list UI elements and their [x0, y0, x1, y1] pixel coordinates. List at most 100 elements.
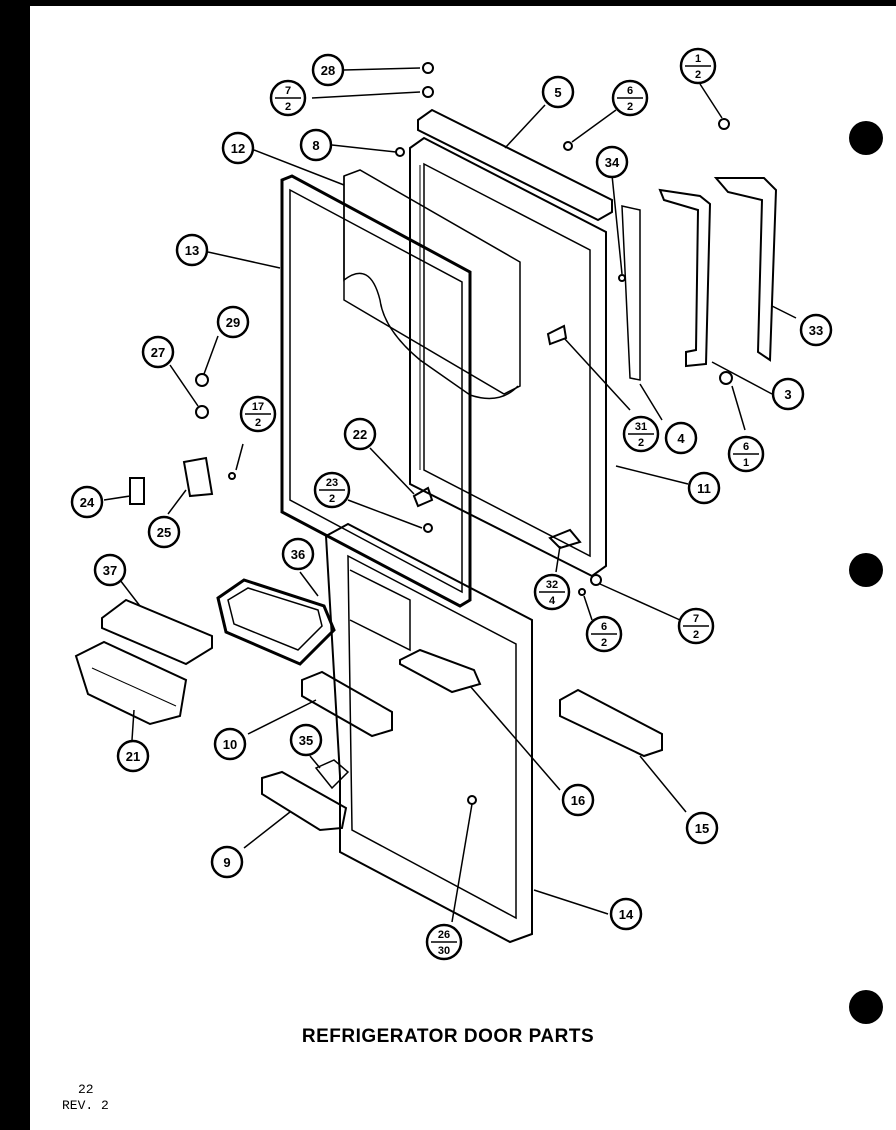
callout-6-2-top: 62 — [611, 79, 649, 117]
callout-3: 3 — [771, 377, 805, 411]
door-shelf-16 — [399, 648, 482, 694]
diagram-title: REFRIGERATOR DOOR PARTS — [301, 1026, 595, 1047]
freezer-door-liner — [343, 169, 521, 395]
callout-17-2: 172 — [239, 395, 277, 433]
leader-lines — [103, 67, 797, 923]
callout-quantity: 2 — [695, 69, 701, 81]
part-drawings — [74, 62, 778, 944]
dairy-compartment-36 — [216, 578, 336, 666]
clip-31 — [546, 324, 568, 346]
shim-24 — [129, 477, 145, 505]
egg-tray-21 — [74, 640, 188, 726]
callout-number: 26 — [438, 929, 450, 941]
binder-hole-bottom — [849, 990, 883, 1024]
callout-quantity: 2 — [329, 493, 335, 505]
callout-number: 24 — [80, 495, 95, 510]
callout-36: 36 — [281, 537, 315, 571]
callout-24: 24 — [70, 485, 104, 519]
callout-21: 21 — [116, 739, 150, 773]
callout-number: 35 — [299, 733, 313, 748]
hinge-bracket-small — [658, 188, 712, 368]
callout-35: 35 — [289, 723, 323, 757]
callout-number: 10 — [223, 737, 237, 752]
callout-6-1: 61 — [727, 435, 765, 473]
callout-8: 8 — [299, 128, 333, 162]
callout-29: 29 — [216, 305, 250, 339]
callout-number: 5 — [554, 85, 561, 100]
callout-4: 4 — [664, 421, 698, 455]
fresh-food-door — [324, 522, 533, 944]
callout-22: 22 — [343, 417, 377, 451]
callout-number: 11 — [697, 481, 711, 496]
callout-number: 37 — [103, 563, 117, 578]
callout-32-4: 324 — [533, 573, 571, 611]
callout-quantity: 2 — [601, 637, 607, 649]
shelf-trim-15 — [559, 688, 663, 758]
callout-number: 22 — [353, 427, 367, 442]
callout-5: 5 — [541, 75, 575, 109]
binder-hole-middle — [849, 553, 883, 587]
callout-quantity: 30 — [438, 945, 450, 957]
screw-1 — [718, 118, 730, 130]
callout-number: 3 — [784, 387, 791, 402]
washer-29 — [195, 373, 209, 387]
callout-number: 25 — [157, 525, 171, 540]
callout-13: 13 — [175, 233, 209, 267]
callout-number: 23 — [326, 477, 338, 489]
paper-sheet — [30, 6, 896, 1130]
callout-number: 6 — [601, 621, 607, 633]
clip-34 — [618, 274, 626, 282]
callout-16: 16 — [561, 783, 595, 817]
callout-1-2: 12 — [679, 47, 717, 85]
screw-6-top — [563, 141, 573, 151]
callout-11: 11 — [687, 471, 721, 505]
callout-number: 17 — [252, 401, 264, 413]
callout-quantity: 2 — [693, 629, 699, 641]
bumper-8 — [395, 147, 405, 157]
callout-number: 9 — [223, 855, 230, 870]
callout-34: 34 — [595, 145, 629, 179]
screw-6-bottom — [578, 588, 586, 596]
clip-32 — [548, 528, 582, 550]
callout-31-2: 312 — [622, 415, 660, 453]
callout-quantity: 1 — [743, 457, 749, 469]
freezer-door-gasket — [280, 174, 472, 608]
revision-label: REV. 2 — [62, 1098, 109, 1113]
callout-number: 7 — [285, 85, 291, 97]
callout-number: 34 — [605, 155, 620, 170]
plug-28 — [422, 62, 434, 74]
callout-12: 12 — [221, 131, 255, 165]
callout-number: 6 — [743, 441, 749, 453]
door-stop-strip — [621, 205, 641, 381]
callout-28: 28 — [311, 53, 345, 87]
callout-14: 14 — [609, 897, 643, 931]
callout-number: 32 — [546, 579, 558, 591]
freezer-door-panel — [409, 136, 607, 578]
callout-number: 31 — [635, 421, 647, 433]
callout-25: 25 — [147, 515, 181, 549]
bracket-22 — [412, 486, 434, 508]
door-shelf-10 — [301, 670, 393, 738]
callout-quantity: 2 — [285, 101, 291, 113]
callout-number: 36 — [291, 547, 305, 562]
callout-number: 13 — [185, 243, 199, 258]
callout-quantity: 4 — [549, 595, 556, 607]
callout-number: 8 — [312, 138, 319, 153]
screw-7-bottom — [590, 574, 602, 586]
callout-10: 10 — [213, 727, 247, 761]
callout-33: 33 — [799, 313, 833, 347]
screw-17 — [228, 472, 236, 480]
callout-9: 9 — [210, 845, 244, 879]
callout-15: 15 — [685, 811, 719, 845]
bushing-27 — [195, 405, 209, 419]
callout-7-2-bottom: 72 — [677, 607, 715, 645]
screw-26 — [467, 795, 477, 805]
shelf-bracket-35 — [314, 759, 350, 790]
door-top-cap — [417, 108, 613, 222]
page-number: 22 — [78, 1082, 94, 1097]
door-shelf-9 — [261, 770, 348, 832]
